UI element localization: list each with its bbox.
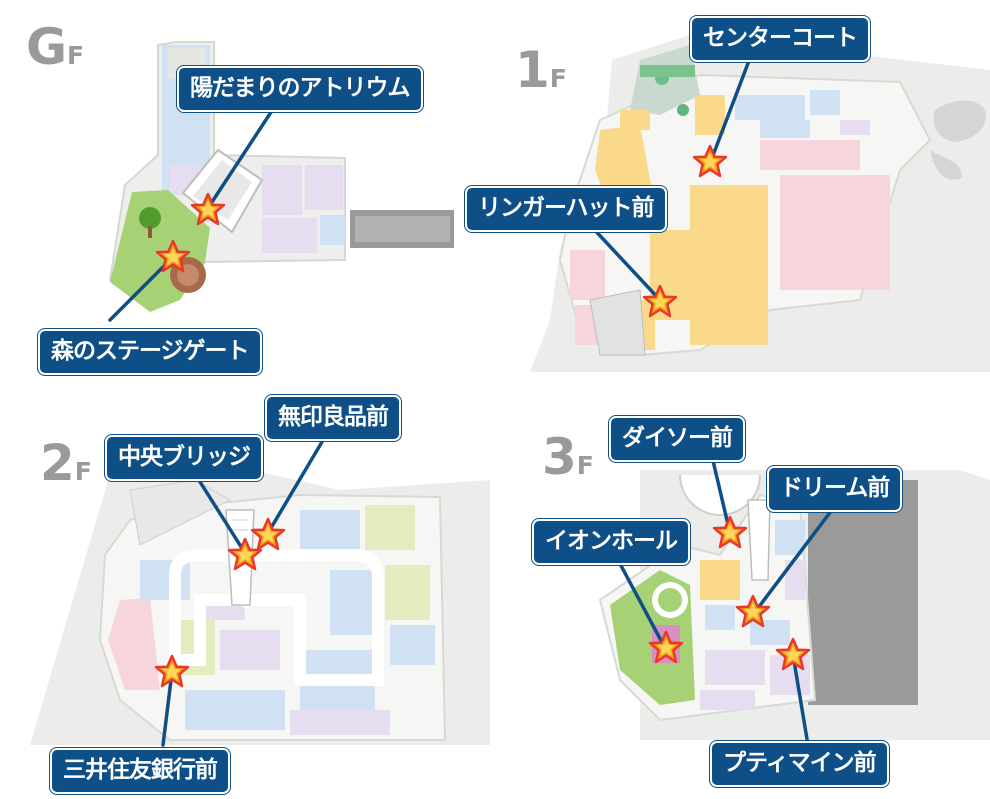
spot-1f-center-court[interactable]: センターコート — [690, 16, 870, 62]
spot-1f-ringer-hut[interactable]: リンガーハット前 — [465, 186, 667, 232]
spot-3f-aeon-hall[interactable]: イオンホール — [532, 519, 690, 565]
parking-area — [808, 480, 918, 705]
floor-label-gf: GF — [26, 18, 85, 76]
spot-3f-dream[interactable]: ドリーム前 — [767, 466, 903, 512]
spot-2f-central-bridge[interactable]: 中央ブリッジ — [105, 435, 263, 481]
spot-2f-muji[interactable]: 無印良品前 — [265, 395, 401, 441]
map-gf — [108, 41, 454, 312]
spot-3f-daiso[interactable]: ダイソー前 — [609, 416, 745, 462]
floor-label-1f: 1F — [515, 41, 567, 99]
floor-label-3f: 3F — [542, 428, 594, 486]
spot-2f-smbc[interactable]: 三井住友銀行前 — [50, 748, 230, 794]
tree-icon — [139, 207, 161, 229]
map-2f — [30, 440, 490, 745]
floor-label-2f: 2F — [40, 434, 92, 492]
spot-gf-forest-stage-gate[interactable]: 森のステージゲート — [38, 329, 262, 375]
spot-gf-atrium[interactable]: 陽だまりのアトリウム — [177, 66, 423, 112]
spot-3f-petit-main[interactable]: プティマイン前 — [710, 741, 889, 787]
map-1f — [530, 35, 990, 372]
callout-pointers — [108, 43, 855, 747]
